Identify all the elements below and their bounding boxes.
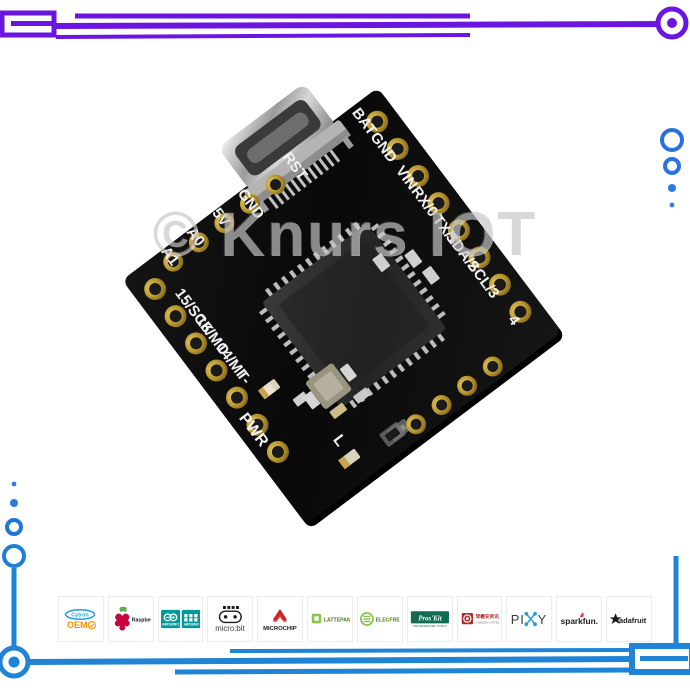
board-logo-mark: [379, 422, 406, 447]
pad: [225, 386, 248, 409]
svg-text:RaspberryPi: RaspberryPi: [132, 618, 151, 624]
svg-text:P: P: [511, 612, 520, 627]
logo-cytron-oem: Cytron OEM: [58, 596, 104, 642]
svg-text:I: I: [521, 612, 525, 627]
svg-text:sparkfun.: sparkfun.: [561, 616, 598, 626]
pad: [509, 300, 532, 323]
pad: [482, 356, 503, 377]
svg-text:micro:bit: micro:bit: [216, 624, 246, 633]
adafruit-icon: adafruit: [609, 613, 647, 625]
svg-text:常羲安资讯: 常羲安资讯: [475, 613, 499, 620]
pad-row-secondary: [163, 174, 503, 435]
pad: [185, 332, 208, 355]
arduino-icon: ARDUINO ARDUINO: [160, 609, 201, 629]
svg-text:CHINESE SYSTEMS: CHINESE SYSTEMS: [475, 620, 499, 624]
svg-text:PROFESSIONAL TOOLS: PROFESSIONAL TOOLS: [413, 624, 446, 628]
logo-arduino: ARDUINO ARDUINO: [157, 596, 204, 642]
frame-bottom-rails: [28, 648, 633, 675]
micro-bit-icon: micro:bit: [216, 606, 246, 633]
svg-text:Y: Y: [538, 612, 547, 627]
logo-raspberry-pi: RaspberryPi: [107, 596, 154, 642]
pcb-board-illustration: GND 5V A0 A1 15/SCK 16/MO 14/MI T- RST B…: [125, 86, 563, 527]
pad: [164, 305, 187, 328]
logo-proskit: Pros'Kit PROFESSIONAL TOOLS: [406, 596, 453, 642]
chinese-vendor-icon: 常羲安资讯 CHINESE SYSTEMS: [461, 612, 499, 624]
logo-sparkfun: sparkfun.: [556, 596, 603, 642]
svg-text:Cytron: Cytron: [71, 612, 88, 618]
product-photo: GND 5V A0 A1 15/SCK 16/MO 14/MI T- RST B…: [60, 60, 630, 570]
raspberry-pi-icon: RaspberryPi: [114, 606, 151, 631]
pad: [457, 375, 478, 396]
pad-column-left: [144, 278, 289, 463]
pad: [265, 174, 286, 195]
pad: [468, 246, 491, 269]
pad: [188, 232, 209, 253]
elecfreaks-icon: ELECFREAKS: [359, 612, 400, 626]
cytron-oem-icon: Cytron OEM: [64, 609, 96, 630]
pad-column-right: [366, 110, 532, 323]
pad: [205, 359, 228, 382]
pad: [386, 137, 409, 160]
frame-bottom-right-badge: [629, 643, 690, 675]
svg-text:ELECFREAKS: ELECFREAKS: [376, 618, 400, 624]
logo-adafruit: adafruit: [606, 596, 652, 642]
pixy-icon: P I Y: [511, 611, 547, 627]
proskit-icon: Pros'Kit PROFESSIONAL TOOLS: [410, 611, 449, 628]
pad: [144, 278, 167, 301]
logo-elecfreaks: ELECFREAKS: [356, 596, 403, 642]
pad: [427, 192, 450, 215]
brand-logo-strip: Cytron OEM RaspberryPi: [58, 596, 652, 642]
frame-left-rail: [2, 40, 26, 648]
pad: [239, 193, 260, 214]
svg-text:adafruit: adafruit: [619, 616, 647, 625]
sparkfun-icon: sparkfun.: [561, 612, 598, 626]
pad: [488, 273, 511, 296]
logo-pixy: P I Y: [506, 596, 553, 642]
frame-bottom-left-node: [0, 645, 31, 679]
logo-microchip: MICROCHIP: [257, 596, 304, 642]
pad: [407, 165, 430, 188]
frame-top-rails: [55, 13, 673, 39]
svg-text:ARDUINO: ARDUINO: [183, 623, 199, 627]
frame-right-rail: [660, 38, 684, 208]
svg-text:ARDUINO: ARDUINO: [162, 623, 179, 627]
svg-text:OEM: OEM: [67, 620, 88, 630]
smd-components: [257, 249, 440, 470]
svg-text:Pros'Kit: Pros'Kit: [418, 615, 442, 622]
logo-lattepanda: LATTEPANDA: [307, 596, 353, 642]
frame-top-left-badge: [0, 10, 57, 38]
pad: [214, 213, 235, 234]
pad: [406, 414, 427, 435]
svg-text:MICROCHIP: MICROCHIP: [263, 626, 297, 632]
logo-micro-bit: micro:bit: [207, 596, 254, 642]
pad: [246, 413, 269, 436]
microchip-icon: MICROCHIP: [263, 609, 297, 632]
lattepanda-icon: LATTEPANDA: [311, 613, 350, 624]
mcu-chip: [259, 221, 446, 409]
pad: [448, 219, 471, 242]
pad: [366, 110, 389, 133]
logo-chinese-vendor: 常羲安资讯 CHINESE SYSTEMS: [456, 596, 503, 642]
pad: [431, 394, 452, 415]
frame-top-right-node: [655, 6, 689, 40]
pad: [163, 251, 184, 272]
svg-text:LATTEPANDA: LATTEPANDA: [324, 618, 350, 624]
pad: [266, 440, 289, 463]
